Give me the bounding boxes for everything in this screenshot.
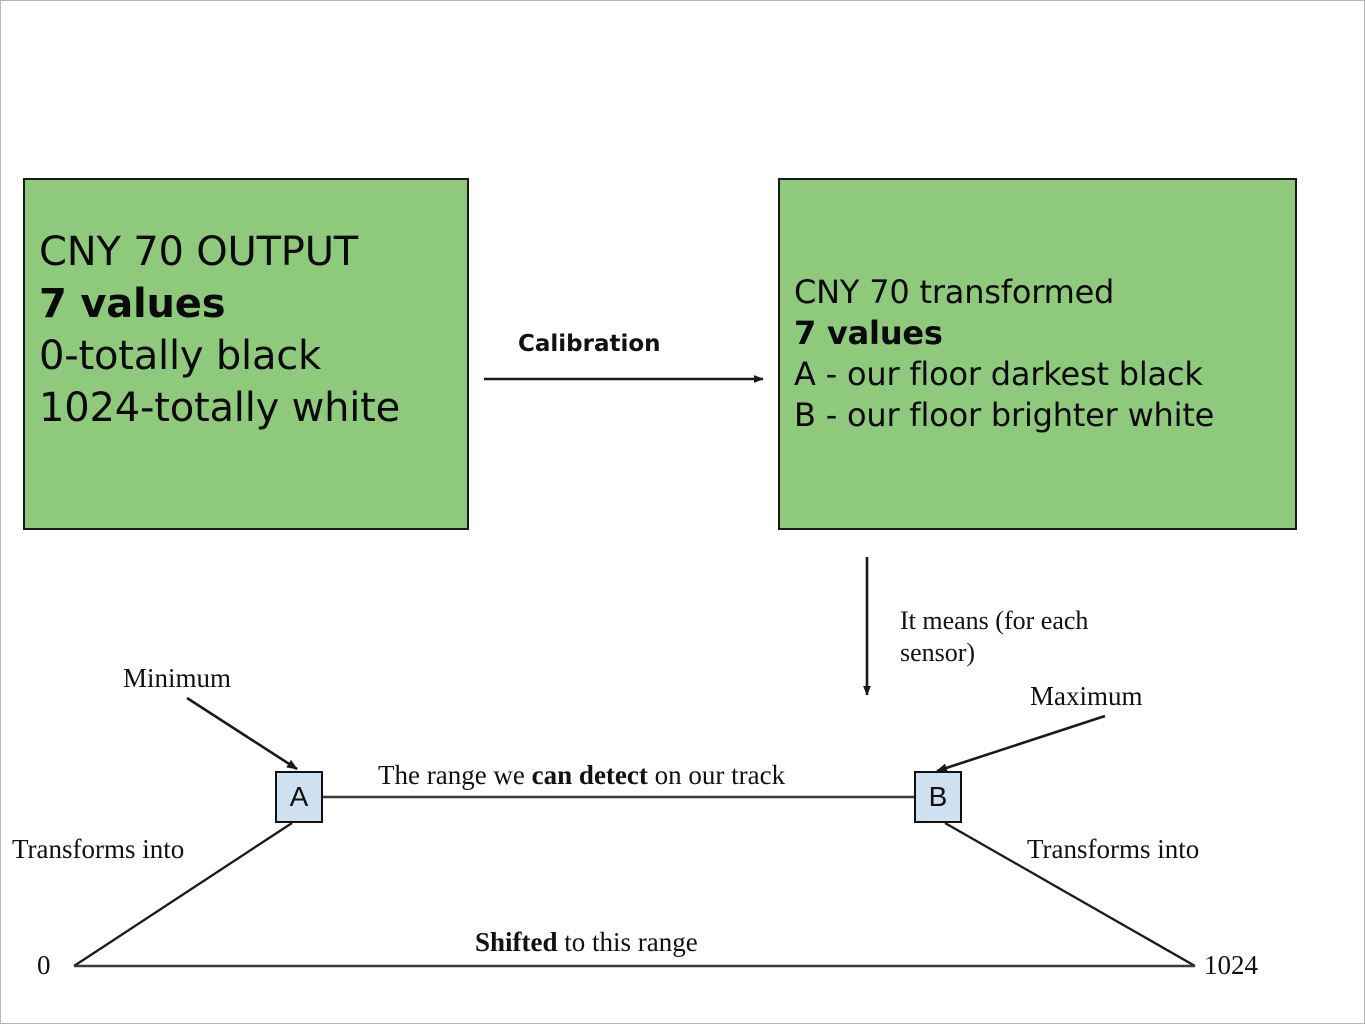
green-box-cny70-transformed: CNY 70 transformed 7 values A - our floo… (778, 178, 1297, 530)
cny70-transformed-line-1: CNY 70 transformed (794, 273, 1115, 311)
cny70-transformed-line-4: B - our floor brighter white (794, 396, 1215, 434)
detect-range-suffix: on our track (647, 760, 786, 790)
detect-range-bold: can detect (531, 760, 648, 790)
transforms-into-right-label: Transforms into (1027, 834, 1200, 864)
maximum-label: Maximum (1030, 681, 1143, 711)
detect-range-label: The range we can detect on our track (378, 760, 785, 791)
scale-min-label: 0 (37, 950, 51, 980)
minimum-label: Minimum (123, 663, 232, 693)
shifted-range-bold: Shifted (475, 927, 558, 957)
node-a-label: A (289, 781, 309, 812)
calibration-label: Calibration (518, 331, 661, 357)
cny70-transformed-line-2: 7 values (794, 314, 943, 352)
node-b: B (914, 771, 962, 823)
node-b-label: B (928, 781, 948, 812)
transforms-left-line (73, 822, 293, 967)
minimum-leader-arrow (186, 696, 298, 771)
cny70-output-line-1: CNY 70 OUTPUT (39, 229, 359, 275)
cny70-transformed-line-3: A - our floor darkest black (794, 355, 1203, 393)
cny70-output-line-4: 1024-totally white (39, 385, 401, 431)
node-a: A (275, 771, 323, 823)
transforms-right-line (944, 822, 1196, 967)
transforms-into-left-label: Transforms into (12, 834, 185, 864)
cny70-output-line-2: 7 values (39, 281, 226, 327)
detect-range-prefix: The range we (378, 760, 532, 790)
shifted-range-label: Shifted to this range (475, 927, 698, 958)
it-means-label: It means (for each sensor) (900, 606, 1089, 667)
cny70-output-line-3: 0-totally black (39, 333, 322, 379)
shifted-range-suffix: to this range (557, 927, 698, 957)
scale-max-label: 1024 (1204, 950, 1258, 980)
green-box-cny70-output: CNY 70 OUTPUT 7 values 0-totally black 1… (23, 178, 469, 530)
maximum-leader-arrow (936, 714, 1106, 773)
